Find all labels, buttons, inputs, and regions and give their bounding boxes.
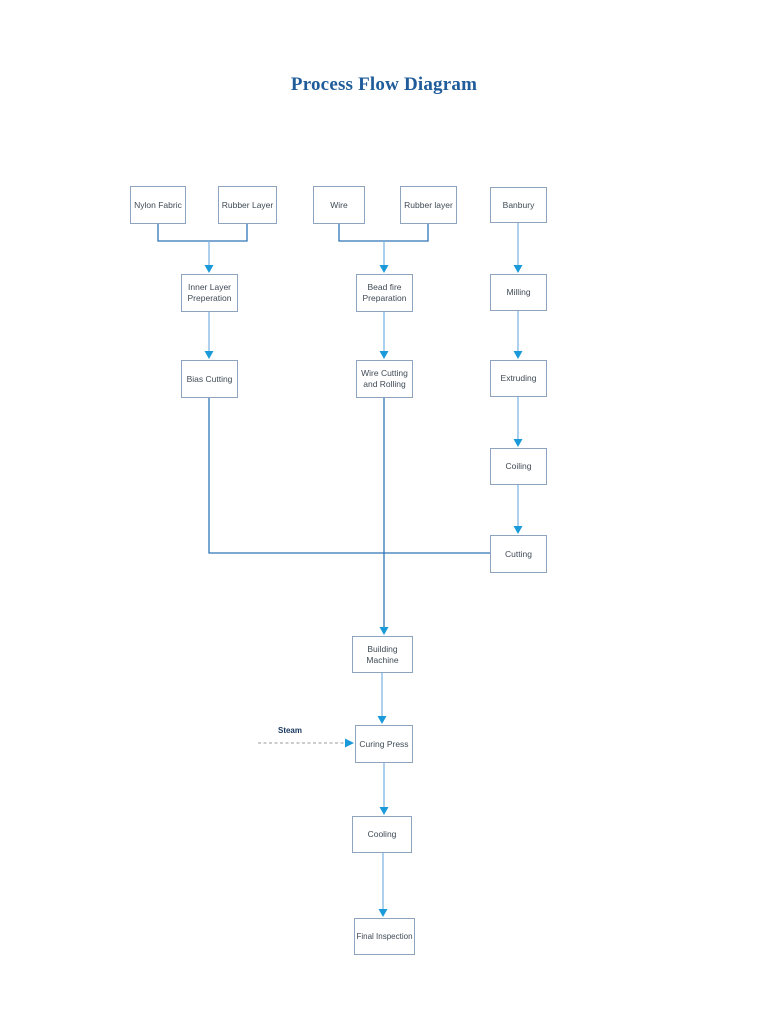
node-wire-cutting-and-rolling: Wire Cutting and Rolling xyxy=(356,360,413,398)
node-banbury: Banbury xyxy=(490,187,547,223)
node-cutting: Cutting xyxy=(490,535,547,573)
arrowhead-icon xyxy=(513,351,523,359)
node-label: Nylon Fabric xyxy=(134,199,182,210)
arrowhead-icon xyxy=(379,265,389,273)
node-bead-fire-preparation: Bead fire Preparation xyxy=(356,274,413,312)
arrowhead-icon xyxy=(513,526,523,534)
arrowhead-icon xyxy=(379,351,389,359)
node-label: Cooling xyxy=(367,829,397,840)
steam-annotation: Steam xyxy=(277,726,302,735)
node-final-inspection: Final Inspection xyxy=(354,918,415,955)
node-building-machine: Building Machine xyxy=(352,636,413,673)
page-title: Process Flow Diagram xyxy=(290,74,478,95)
node-label: Bead fire Preparation xyxy=(362,282,407,303)
node-wire: Wire xyxy=(313,186,365,224)
arrowhead-icon xyxy=(379,807,389,815)
connector-merge-b xyxy=(338,224,429,242)
node-label: Coiling xyxy=(505,461,532,472)
node-rubber-layer-1: Rubber Layer xyxy=(218,186,277,224)
node-milling: Milling xyxy=(490,274,547,311)
node-label: Wire xyxy=(330,199,348,210)
node-label: Final Inspection xyxy=(356,931,413,941)
node-label: Building Machine xyxy=(366,643,399,665)
arrowhead-icon xyxy=(378,909,388,917)
arrowhead-icon xyxy=(379,627,389,635)
node-nylon-fabric: Nylon Fabric xyxy=(130,186,186,224)
node-label: Banbury xyxy=(502,199,535,210)
node-inner-layer-preperation: Inner Layer Preperation xyxy=(181,274,238,312)
node-label: Inner Layer Preperation xyxy=(187,282,232,303)
node-cooling: Cooling xyxy=(352,816,412,853)
node-label: Bias Cutting xyxy=(186,373,233,384)
node-curing-press: Curing Press xyxy=(355,725,413,763)
node-bias-cutting: Bias Cutting xyxy=(181,360,238,398)
node-label: Rubber Layer xyxy=(221,199,274,210)
arrowhead-icon xyxy=(513,265,523,273)
connector-merge-a xyxy=(157,224,248,242)
arrowhead-icon xyxy=(204,265,214,273)
node-label: Cutting xyxy=(505,548,532,559)
node-label: Rubber layer xyxy=(404,199,453,210)
connector-merge-to-building xyxy=(208,398,490,554)
arrowhead-icon xyxy=(204,351,214,359)
node-extruding: Extruding xyxy=(490,360,547,397)
arrowhead-icon xyxy=(345,738,354,748)
node-rubber-layer-2: Rubber layer xyxy=(400,186,457,224)
node-label: Wire Cutting and Rolling xyxy=(361,368,408,389)
arrowhead-icon xyxy=(377,716,387,724)
node-label: Milling xyxy=(506,287,531,298)
node-coiling: Coiling xyxy=(490,448,547,485)
node-label: Extruding xyxy=(500,373,537,384)
arrowhead-icon xyxy=(513,439,523,447)
node-label: Curing Press xyxy=(359,738,409,749)
